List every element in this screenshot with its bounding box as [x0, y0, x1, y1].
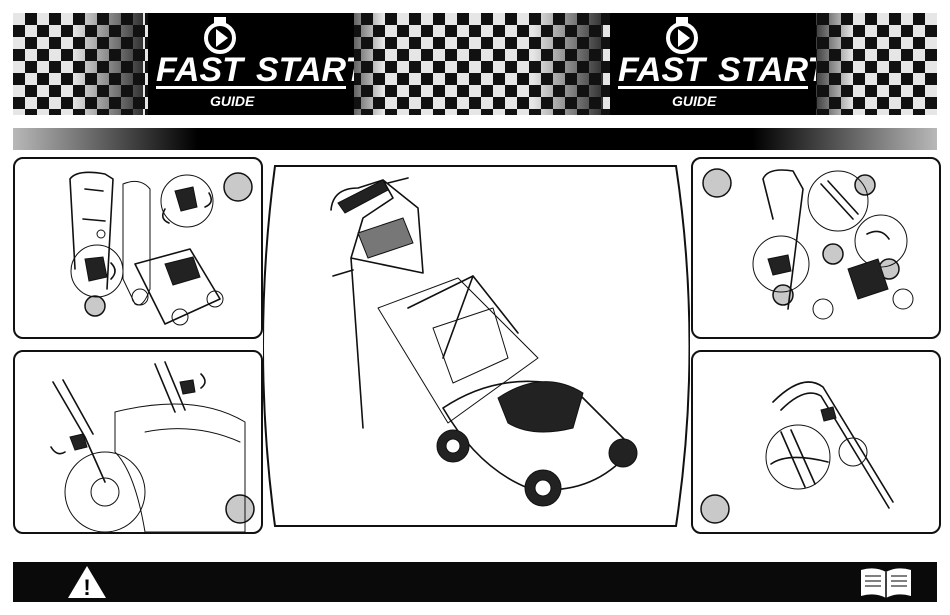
step-panel-bottom-right [691, 350, 941, 534]
step-circle [224, 173, 252, 201]
warning-exclamation: ! [83, 575, 90, 600]
lawn-mower-illustration [263, 158, 690, 534]
stopwatch-logo-icon: FAST START GUIDE [148, 13, 354, 115]
handle-tension-illustration [693, 352, 939, 532]
header-banner: FAST START GUIDE FAST START GUIDE [13, 13, 937, 115]
step-panel-top-right [691, 157, 941, 339]
fast-start-logo-left: FAST START GUIDE [148, 13, 354, 115]
handle-assembly-illustration [15, 159, 261, 337]
logo-word-start: START [256, 51, 354, 89]
logo-word-fast: FAST [618, 51, 708, 89]
fast-start-logo-right: FAST START GUIDE [610, 13, 816, 115]
step-circle [226, 495, 254, 523]
stopwatch-logo-icon: FAST START GUIDE [610, 13, 816, 115]
open-book-icon [861, 568, 911, 598]
main-mower-overview-panel [263, 158, 690, 534]
logo-word-guide: GUIDE [672, 93, 717, 109]
cable-routing-illustration [693, 159, 939, 337]
gradient-divider-bar [13, 128, 937, 150]
footer-warning-bar: ! [13, 562, 937, 602]
warning-triangle-icon: ! [68, 566, 106, 600]
step-circle [701, 495, 729, 523]
step-panel-top-left [13, 157, 263, 339]
footer-graphics: ! [13, 562, 937, 602]
logo-word-fast: FAST [156, 51, 246, 89]
step-circle-small [823, 244, 843, 264]
lower-handle-mount-illustration [15, 352, 261, 532]
step-circle [703, 169, 731, 197]
logo-word-guide: GUIDE [210, 93, 255, 109]
step-circle-small [85, 296, 105, 316]
step-panel-bottom-left [13, 350, 263, 534]
logo-word-start: START [718, 51, 816, 89]
